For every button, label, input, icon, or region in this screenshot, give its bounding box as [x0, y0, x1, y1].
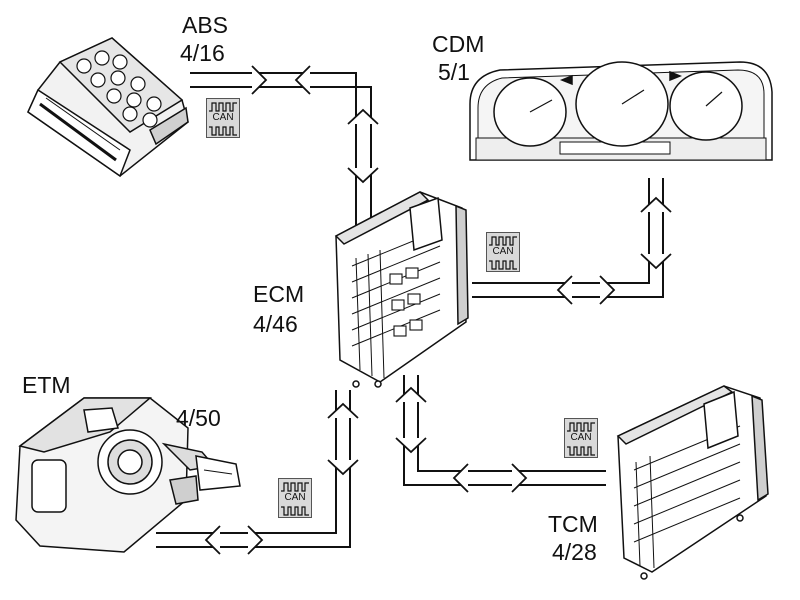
abs-label: ABS: [182, 12, 229, 38]
etm-throttle-body-icon: [15, 397, 241, 553]
cdm-instrument-cluster-icon: [469, 61, 773, 161]
ecm-label: ECM: [253, 281, 305, 307]
can-badge-label: CAN: [284, 492, 306, 503]
ecm-number: 4/46: [253, 311, 298, 337]
arrowhead-icon: [204, 65, 672, 555]
can-badge-label: CAN: [492, 246, 514, 257]
can-badge-label: CAN: [212, 112, 234, 123]
etm-number: 4/50: [176, 405, 221, 431]
can-bus-badge-icon: CAN: [278, 478, 312, 518]
ecm-tcm-connector: [403, 375, 606, 486]
cdm-label: CDM: [432, 31, 485, 57]
tcm-number: 4/28: [552, 539, 597, 565]
can-badge-label: CAN: [570, 432, 592, 443]
can-bus-badge-icon: CAN: [486, 232, 520, 272]
can-bus-badge-icon: CAN: [564, 418, 598, 458]
ecm-module-icon: [334, 191, 469, 388]
ecm-cdm-connector: [472, 178, 664, 298]
can-bus-badge-icon: CAN: [206, 98, 240, 138]
tcm-label: TCM: [548, 511, 598, 537]
cdm-number: 5/1: [438, 59, 470, 85]
abs-ecm-connector: [190, 72, 372, 232]
abs-number: 4/16: [180, 40, 225, 66]
abs-module-icon: [27, 37, 189, 178]
tcm-module-icon: [616, 385, 769, 580]
etm-label: ETM: [22, 372, 71, 398]
